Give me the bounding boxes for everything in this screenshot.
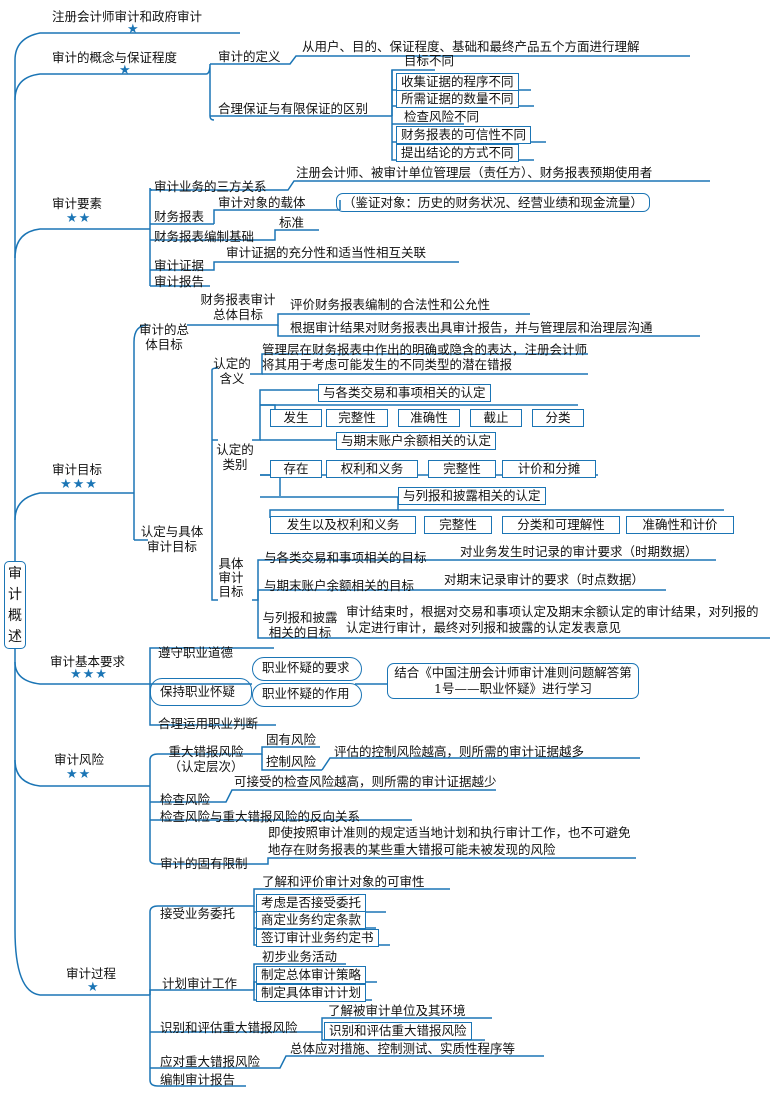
list-item: 权利和义务 <box>326 460 418 478</box>
node-ethics: 遵守职业道德 <box>158 645 234 660</box>
node-overall-1: 评价财务报表编制的合法性和公允性 <box>290 297 491 312</box>
star-rating: ★★ <box>66 211 92 226</box>
list-item: 检查风险不同 <box>404 109 480 124</box>
list-item: 完整性 <box>428 460 496 478</box>
node-three-parties: 审计业务的三方关系 <box>154 179 267 194</box>
node-evidence-text: 审计证据的充分性和适当性相互关联 <box>226 245 427 260</box>
node-skep-note: 结合《中国注册会计师审计准则问题解答第1号——职业怀疑》进行学习 <box>387 663 639 699</box>
node-rmm: 重大错报风险（认定层次） <box>168 744 244 774</box>
topic-audit-risk: 审计风险 <box>54 752 105 767</box>
list-item: 发生 <box>270 409 322 427</box>
node-reporting-basis: 财务报表编制基础 <box>154 229 255 244</box>
node-specific-objectives: 具体审计目标 <box>218 556 244 599</box>
list-item: 收集证据的程序不同 <box>396 73 519 91</box>
node-inherent-risk: 固有风险 <box>266 732 317 747</box>
list-item: 目标不同 <box>404 53 455 68</box>
node-fs-overall-objective: 财务报表审计总体目标 <box>200 292 276 322</box>
node-judgment: 合理运用职业判断 <box>158 716 259 731</box>
node-subject-carrier: 审计对象的载体 <box>218 195 306 210</box>
list-item: 准确性 <box>398 409 460 427</box>
list-item: 签订审计业务约定书 <box>256 929 379 947</box>
topic-audit-objectives: 审计目标 <box>52 462 103 477</box>
node-respond-text: 总体应对措施、控制测试、实质性程序等 <box>290 1041 516 1056</box>
topic-audit-process: 审计过程 <box>66 966 117 981</box>
star-rating: ★★★ <box>70 667 108 682</box>
node-inherent-limits: 审计的固有限制 <box>160 856 248 871</box>
list-item: 了解和评价审计对象的可审性 <box>262 874 425 889</box>
node-prepare-report: 编制审计报告 <box>160 1072 236 1087</box>
node-accept-engagement: 接受业务委托 <box>160 906 236 921</box>
node-disclosure-assertions: 与列报和披露相关的认定 <box>398 487 546 505</box>
node-trans-assertions: 与各类交易和事项相关的认定 <box>318 384 491 402</box>
list-item: 了解被审计单位及其环境 <box>328 1003 466 1018</box>
node-spec-disclosure: 与列报和披露相关的目标 <box>262 610 338 640</box>
node-identify-rmm: 识别和评估重大错报风险 <box>160 1020 298 1035</box>
node-control-risk-text: 评估的控制风险越高，则所需的审计证据越多 <box>334 744 585 759</box>
node-spec-disclosure-text: 审计结束时，根据对交易和事项认定及期末余额认定的审计结果，对列报的认定进行审计，… <box>346 604 759 635</box>
list-item: 初步业务活动 <box>262 949 338 964</box>
star-rating: ★ <box>127 22 140 37</box>
list-item: 分类 <box>532 409 584 427</box>
node-spec-balance: 与期末账户余额相关的目标 <box>264 578 415 593</box>
node-assurance-difference: 合理保证与有限保证的区别 <box>218 101 369 116</box>
node-three-parties-text: 注册会计师、被审计单位管理层（责任方）、财务报表预期使用者 <box>296 165 653 180</box>
star-rating: ★★ <box>66 767 92 782</box>
node-spec-balance-text: 对期末记录审计的要求（时点数据） <box>444 572 645 587</box>
list-item: 识别和评估重大错报风险 <box>324 1022 472 1040</box>
star-rating: ★ <box>119 63 132 78</box>
topic-audit-concept: 审计的概念与保证程度 <box>52 50 178 65</box>
skepticism-role-frame <box>252 683 362 707</box>
node-plan-audit: 计划审计工作 <box>162 976 238 991</box>
star-rating: ★★★ <box>60 477 98 492</box>
node-skep-role: 职业怀疑的作用 <box>262 686 350 701</box>
node-spec-trans-text: 对业务发生时记录的审计要求（时期数据） <box>460 544 698 559</box>
node-carrier-note: （鉴证对象：历史的财务状况、经营业绩和现金流量） <box>336 193 651 212</box>
list-item: 发生以及权利和义务 <box>270 516 416 534</box>
node-spec-trans: 与各类交易和事项相关的目标 <box>264 550 427 565</box>
node-assertion-types: 认定的类别 <box>216 442 254 472</box>
list-item: 完整性 <box>326 409 388 427</box>
list-item: 准确性和计价 <box>626 516 734 534</box>
node-audit-report: 审计报告 <box>154 274 205 289</box>
list-item: 分类和可理解性 <box>502 516 620 534</box>
node-detection-text: 可接受的检查风险越高，则所需的审计证据越少 <box>234 774 497 789</box>
node-audit-evidence: 审计证据 <box>154 258 205 273</box>
node-respond-rmm: 应对重大错报风险 <box>160 1054 261 1069</box>
skepticism-req-frame <box>252 657 362 681</box>
node-detection-risk: 检查风险 <box>160 792 211 807</box>
node-balance-assertions: 与期末账户余额相关的认定 <box>336 432 497 450</box>
node-meaning-text: 管理层在财务报表中作出的明确或隐含的表达，注册会计师将其用于考虑可能发生的不同类… <box>262 342 588 372</box>
list-item: 计价和分摊 <box>502 460 596 478</box>
topic-cpa-vs-government-audit: 注册会计师审计和政府审计 <box>52 9 203 24</box>
node-inverse-relation: 检查风险与重大错报风险的反向关系 <box>160 809 361 824</box>
root-node: 审计概述 <box>4 561 26 649</box>
list-item: 截止 <box>470 409 522 427</box>
node-overall-2: 根据审计结果对财务报表出具审计报告，并与管理层和治理层沟通 <box>290 320 653 335</box>
list-item: 商定业务约定条款 <box>256 911 367 929</box>
skepticism-frame <box>150 678 252 706</box>
node-control-risk: 控制风险 <box>266 754 317 769</box>
list-item: 制定具体审计计划 <box>256 984 367 1002</box>
list-item: 制定总体审计策略 <box>256 966 367 984</box>
node-definition-text: 从用户、目的、保证程度、基础和最终产品五个方面进行理解 <box>302 39 640 54</box>
star-rating: ★ <box>87 980 100 995</box>
node-audit-definition: 审计的定义 <box>218 49 281 64</box>
node-skepticism: 保持职业怀疑 <box>160 684 236 699</box>
list-item: 财务报表的可信性不同 <box>396 126 532 144</box>
node-criteria: 标准 <box>279 215 305 230</box>
list-item: 所需证据的数量不同 <box>396 90 519 108</box>
list-item: 完整性 <box>424 516 492 534</box>
node-assertions-objectives: 认定与具体审计目标 <box>140 524 204 554</box>
topic-basic-requirements: 审计基本要求 <box>50 654 126 669</box>
list-item: 考虑是否接受委托 <box>256 894 367 912</box>
node-assertion-meaning: 认定的含义 <box>213 356 251 386</box>
topic-audit-elements: 审计要素 <box>52 196 103 211</box>
list-item: 提出结论的方式不同 <box>396 144 519 162</box>
list-item: 存在 <box>270 460 322 478</box>
node-overall-objective: 审计的总体目标 <box>138 322 189 352</box>
node-skep-req: 职业怀疑的要求 <box>262 660 350 675</box>
node-financial-statements: 财务报表 <box>154 209 205 224</box>
node-limits-text: 即使按照审计准则的规定适当地计划和执行审计工作，也不可避免地存在财务报表的某些重… <box>268 825 631 857</box>
